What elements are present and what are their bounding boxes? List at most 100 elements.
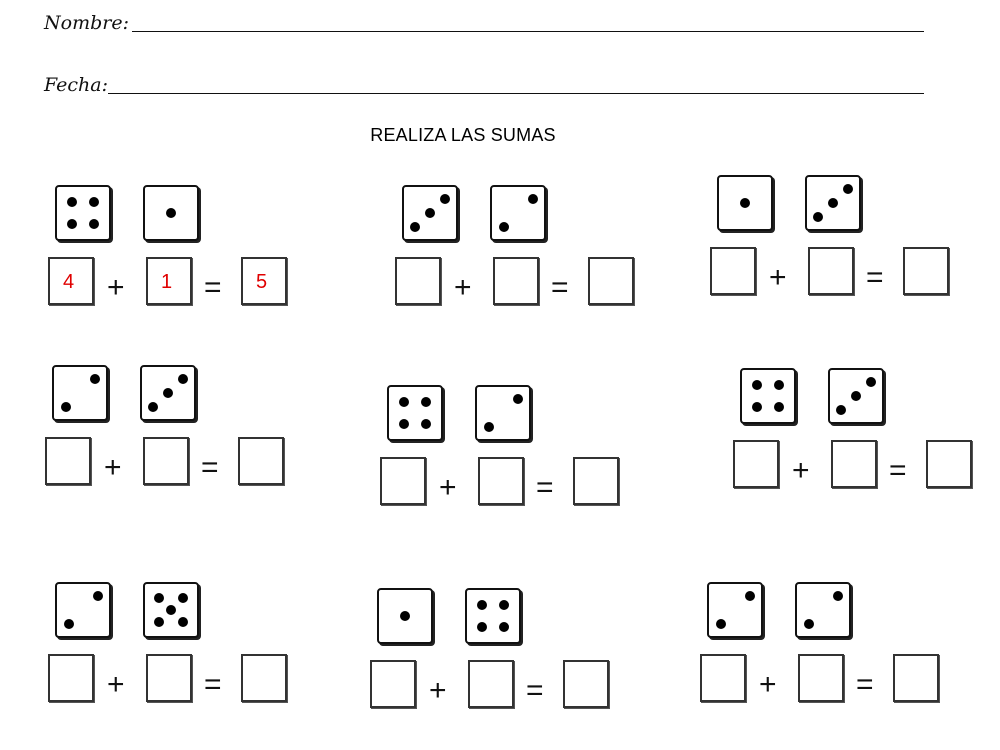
equals-sign: = [856, 668, 874, 701]
sum-box[interactable] [926, 440, 972, 488]
first-addend-box[interactable] [380, 457, 426, 505]
pip [828, 198, 838, 208]
second-addend-box[interactable] [143, 437, 189, 485]
pip [421, 396, 432, 407]
plus-sign: + [759, 668, 777, 701]
second-addend-box[interactable] [146, 654, 192, 702]
die-four [740, 368, 796, 424]
pip [177, 374, 188, 385]
pip [66, 196, 77, 207]
plus-sign: + [439, 471, 457, 504]
die-three [140, 365, 196, 421]
die-two [490, 185, 546, 241]
pip [153, 617, 164, 628]
pip [751, 402, 762, 413]
equals-sign: = [536, 471, 554, 504]
first-addend-box[interactable] [710, 247, 756, 295]
pip [813, 211, 824, 222]
pip [66, 219, 77, 230]
pip [178, 617, 189, 628]
name-label: Nombre: [44, 12, 129, 34]
plus-sign: + [104, 451, 122, 484]
die-one [377, 588, 433, 644]
sum-box[interactable] [563, 660, 609, 708]
pip [166, 605, 176, 615]
pip [804, 618, 815, 629]
pip [89, 196, 100, 207]
die-three [402, 185, 458, 241]
pip [425, 208, 435, 218]
date-label: Fecha: [44, 74, 108, 96]
sum-box[interactable] [588, 257, 634, 305]
pip [166, 208, 176, 218]
second-addend-box[interactable] [468, 660, 514, 708]
pip [740, 198, 750, 208]
die-one [717, 175, 773, 231]
second-addend-box[interactable] [798, 654, 844, 702]
sum-box[interactable] [241, 654, 287, 702]
pip [832, 591, 843, 602]
pip [499, 599, 510, 610]
pip [512, 394, 523, 405]
date-line[interactable] [108, 93, 924, 94]
pip [410, 221, 421, 232]
name-field[interactable]: Nombre: [44, 0, 924, 40]
pip [400, 611, 410, 621]
equals-sign: = [866, 261, 884, 294]
sum-box[interactable] [238, 437, 284, 485]
pip [439, 194, 450, 205]
plus-sign: + [769, 261, 787, 294]
pip [64, 618, 75, 629]
date-field[interactable]: Fecha: [44, 62, 924, 102]
pip [865, 377, 876, 388]
die-three [828, 368, 884, 424]
plus-sign: + [107, 271, 125, 304]
name-line[interactable] [132, 31, 924, 32]
page-title: REALIZA LAS SUMAS [370, 125, 556, 145]
pip [178, 592, 189, 603]
second-addend-box[interactable] [808, 247, 854, 295]
plus-sign: + [429, 674, 447, 707]
pip [774, 379, 785, 390]
pip [774, 402, 785, 413]
sum-box[interactable] [903, 247, 949, 295]
die-one [143, 185, 199, 241]
first-addend-box[interactable] [700, 654, 746, 702]
first-addend-box[interactable] [48, 654, 94, 702]
second-addend-box[interactable] [493, 257, 539, 305]
pip [499, 221, 510, 232]
equals-sign: = [889, 454, 907, 487]
pip [148, 401, 159, 412]
pip [744, 591, 755, 602]
first-addend-box[interactable]: 4 [48, 257, 94, 305]
pip [398, 419, 409, 430]
first-addend-box[interactable] [370, 660, 416, 708]
first-addend-box[interactable] [733, 440, 779, 488]
pip [842, 184, 853, 195]
equals-sign: = [204, 271, 222, 304]
die-two [795, 582, 851, 638]
equals-sign: = [201, 451, 219, 484]
sum-box[interactable]: 5 [241, 257, 287, 305]
pip [484, 421, 495, 432]
pip [153, 592, 164, 603]
plus-sign: + [792, 454, 810, 487]
pip [716, 618, 727, 629]
pip [89, 374, 100, 385]
first-addend-box[interactable] [395, 257, 441, 305]
pip [751, 379, 762, 390]
equals-sign: = [551, 271, 569, 304]
second-addend-box[interactable] [831, 440, 877, 488]
pip [421, 419, 432, 430]
pip [527, 194, 538, 205]
pip [499, 622, 510, 633]
sum-box[interactable] [573, 457, 619, 505]
die-four [55, 185, 111, 241]
die-five [143, 582, 199, 638]
die-two [475, 385, 531, 441]
sum-box[interactable] [893, 654, 939, 702]
second-addend-box[interactable]: 1 [146, 257, 192, 305]
second-addend-box[interactable] [478, 457, 524, 505]
pip [851, 391, 861, 401]
first-addend-box[interactable] [45, 437, 91, 485]
